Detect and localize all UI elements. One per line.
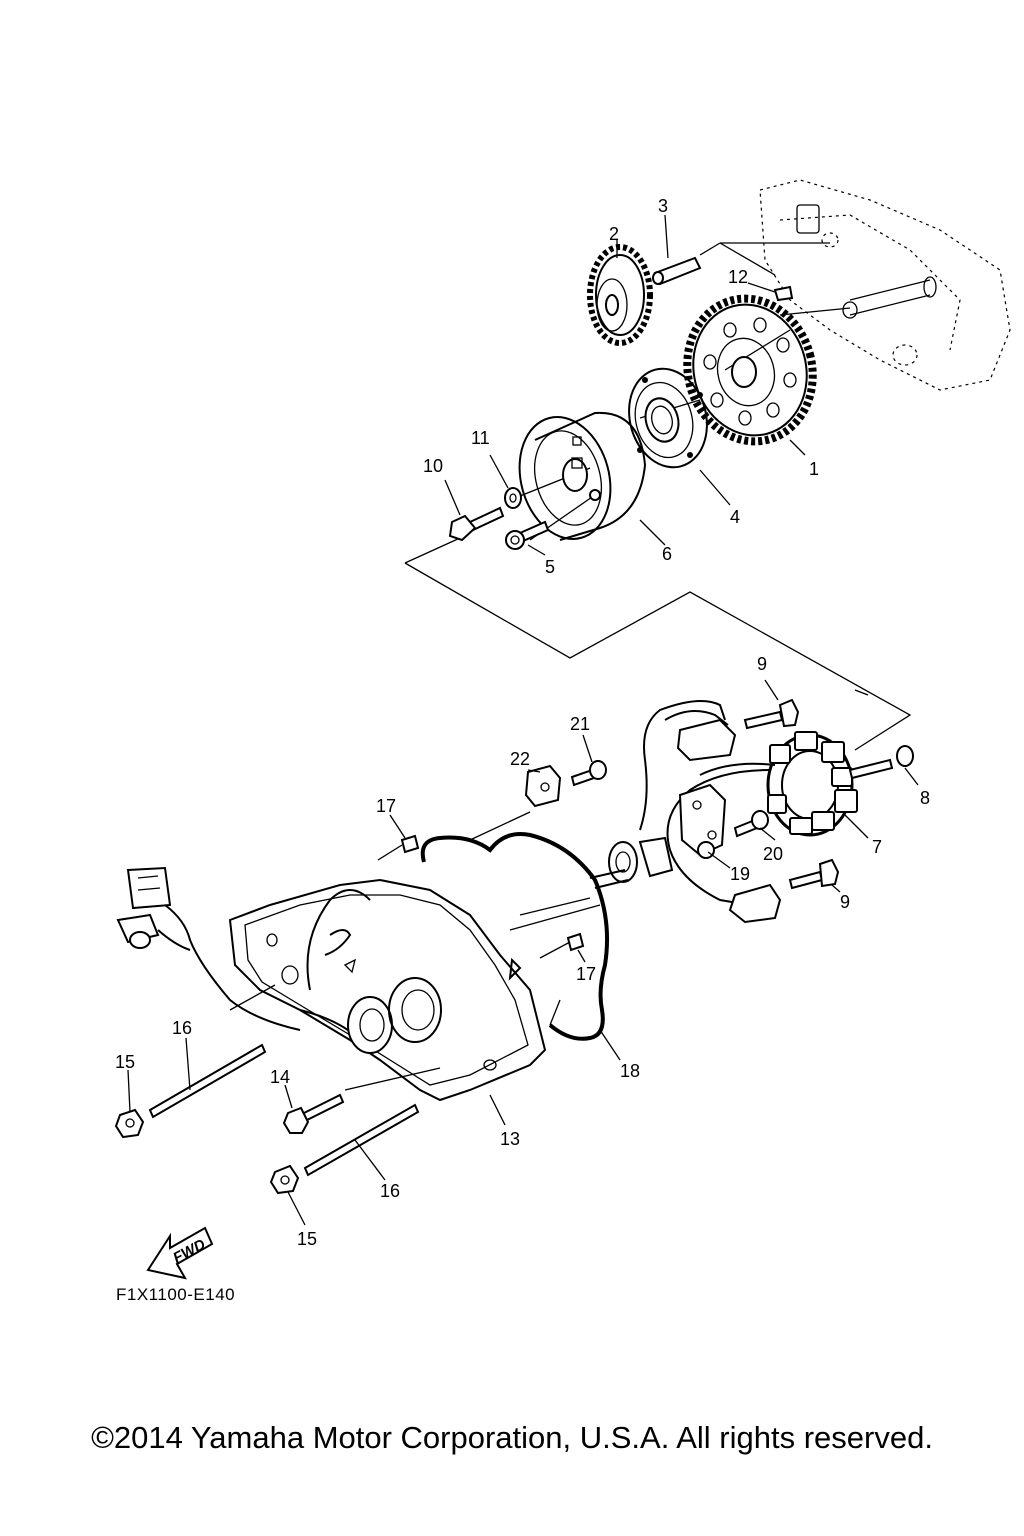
nut-15-upper xyxy=(114,1108,145,1139)
gasket-18 xyxy=(420,832,610,1041)
callout-8: 8 xyxy=(920,788,930,808)
callout-21: 21 xyxy=(570,714,590,734)
bolt-9-lower xyxy=(788,858,840,890)
callout-2: 2 xyxy=(609,224,619,244)
callout-16-lower: 16 xyxy=(380,1181,400,1201)
stator-7 xyxy=(766,731,858,837)
pickup-coil-19 xyxy=(678,783,727,859)
stator-wiring-harness xyxy=(639,700,782,924)
callout-12: 12 xyxy=(728,267,748,287)
clamp-22 xyxy=(524,764,562,808)
fwd-arrow-icon: FWD xyxy=(146,1226,214,1280)
generator-cover-13 xyxy=(228,878,547,1102)
nut-15-lower xyxy=(269,1164,300,1195)
callout-17-upper: 17 xyxy=(376,796,396,816)
crankcase-outline xyxy=(759,179,1011,391)
neutral-switch-connector xyxy=(116,866,301,1031)
callout-7: 7 xyxy=(872,837,882,857)
callout-leaders xyxy=(127,214,919,1226)
callout-5: 5 xyxy=(545,557,555,577)
callout-1: 1 xyxy=(809,459,819,479)
copyright-notice: ©2014 Yamaha Motor Corporation, U.S.A. A… xyxy=(91,1420,933,1455)
screw-20 xyxy=(733,810,769,838)
dowel-pin-3 xyxy=(652,256,702,286)
stud-bolt-16-upper xyxy=(148,1043,267,1119)
callout-13: 13 xyxy=(500,1129,520,1149)
callout-18: 18 xyxy=(620,1061,640,1081)
callout-4: 4 xyxy=(730,507,740,527)
dowel-pin-17-lower xyxy=(566,932,585,952)
callout-11: 11 xyxy=(471,428,490,448)
callout-16-upper: 16 xyxy=(172,1018,192,1038)
screw-5 xyxy=(505,520,550,550)
callout-10: 10 xyxy=(423,456,443,476)
starter-clutch-4 xyxy=(628,367,708,469)
dowel-pin-17-upper xyxy=(400,834,420,854)
callout-15-upper: 15 xyxy=(115,1052,135,1072)
starter-wheel-gear-1 xyxy=(683,294,817,446)
stud-bolt-16-lower xyxy=(303,1103,420,1177)
grommet-assembly xyxy=(589,836,674,889)
callout-19: 19 xyxy=(730,864,750,884)
bolt-10 xyxy=(448,506,505,542)
idler-gear-2 xyxy=(587,244,653,346)
bolt-8 xyxy=(848,745,914,780)
callout-labels: 1 2 3 4 5 6 7 8 9 9 10 11 12 13 14 15 15… xyxy=(115,196,930,1249)
callout-14: 14 xyxy=(270,1067,290,1087)
bolt-14 xyxy=(282,1093,345,1134)
callout-9-lower: 9 xyxy=(840,892,850,912)
washer-11 xyxy=(504,487,522,509)
diagram-code: F1X1100-E140 xyxy=(116,1285,235,1304)
rotor-6 xyxy=(518,411,647,541)
bolt-9-upper xyxy=(743,698,800,730)
callout-3: 3 xyxy=(658,196,668,216)
callout-6: 6 xyxy=(662,544,672,564)
callout-17-lower: 17 xyxy=(576,964,596,984)
callout-15-lower: 15 xyxy=(297,1229,317,1249)
callout-20: 20 xyxy=(763,844,783,864)
screw-21 xyxy=(570,760,607,787)
top-leader-lines xyxy=(404,242,912,751)
callout-9-upper: 9 xyxy=(757,654,767,674)
lower-leader-lines xyxy=(229,811,601,1091)
key-12 xyxy=(773,285,794,302)
callout-22: 22 xyxy=(510,749,530,769)
